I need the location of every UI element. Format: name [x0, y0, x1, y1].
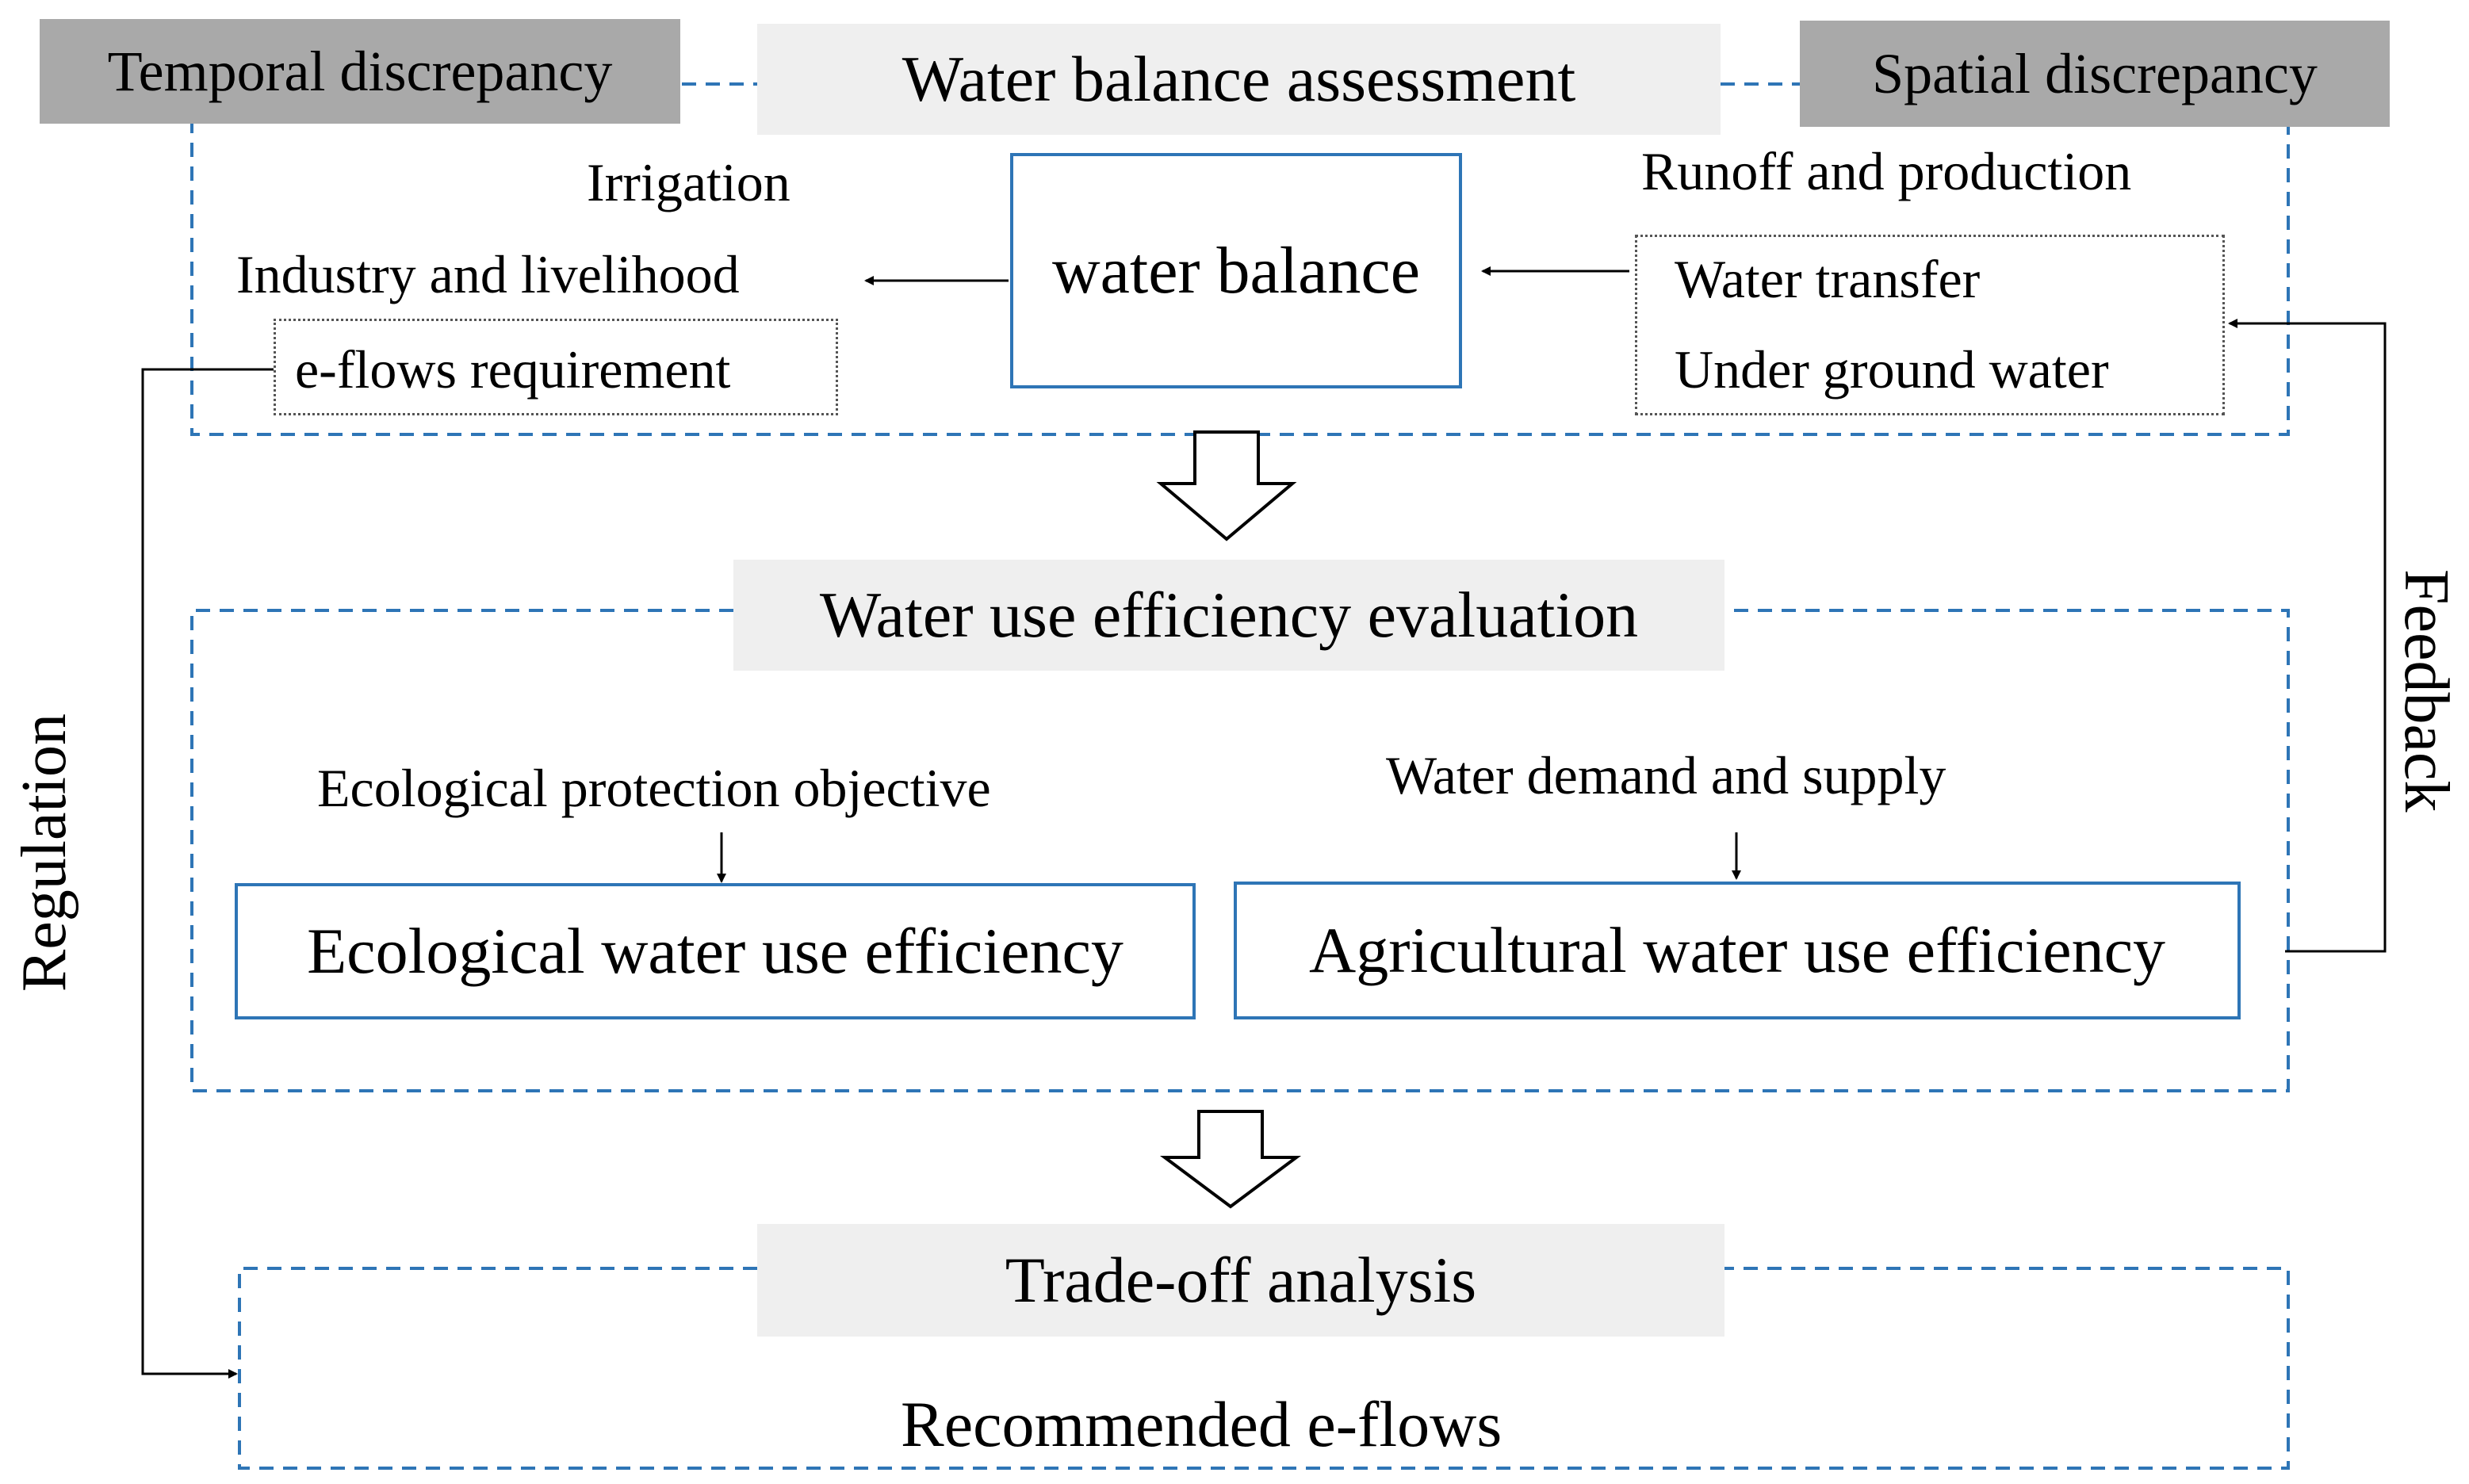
spatial-discrepancy-label: Spatial discrepancy	[1872, 42, 2318, 105]
spatial-discrepancy-box: Spatial discrepancy	[1800, 21, 2390, 127]
feedback-label: Feedback	[2391, 569, 2461, 813]
ecological-efficiency-box: Ecological water use efficiency	[235, 883, 1196, 1019]
tradeoff-analysis-title: Trade-off analysis	[1005, 1244, 1477, 1316]
water-balance-box: water balance	[1010, 153, 1462, 388]
temporal-discrepancy-label: Temporal discrepancy	[107, 40, 613, 103]
e-flows-requirement-label: e-flows requirement	[295, 339, 731, 400]
water-demand-supply-label: Water demand and supply	[1386, 745, 1946, 805]
ecological-objective-label: Ecological protection objective	[317, 758, 991, 818]
runoff-production-label: Runoff and production	[1641, 141, 2132, 201]
feedback-connector	[2228, 319, 2387, 953]
e-flows-requirement-box	[274, 319, 838, 415]
regulation-label: Regulation	[10, 713, 79, 993]
tradeoff-analysis-header: Trade-off analysis	[757, 1224, 1724, 1337]
recommended-eflows-label: Recommended e-flows	[901, 1388, 1502, 1460]
water-balance-assessment-title: Water balance assessment	[901, 43, 1576, 115]
ecological-efficiency-label: Ecological water use efficiency	[307, 915, 1123, 987]
water-balance-label: water balance	[1051, 233, 1420, 308]
water-sources-box	[1635, 235, 2225, 415]
block-arrow-1	[1156, 430, 1297, 541]
block-arrow-2	[1159, 1110, 1302, 1209]
efficiency-evaluation-header: Water use efficiency evaluation	[733, 560, 1724, 671]
efficiency-evaluation-title: Water use efficiency evaluation	[819, 579, 1639, 651]
irrigation-label: Irrigation	[587, 152, 790, 212]
temporal-discrepancy-box: Temporal discrepancy	[40, 19, 680, 124]
tradeoff-section-frame	[238, 1267, 2290, 1470]
agricultural-efficiency-box: Agricultural water use efficiency	[1234, 882, 2241, 1019]
water-transfer-label: Water transfer	[1675, 249, 1981, 309]
water-balance-assessment-header: Water balance assessment	[757, 24, 1721, 135]
regulation-connector	[141, 368, 274, 1379]
underground-water-label: Under ground water	[1675, 339, 2109, 400]
efficiency-section-frame	[190, 609, 2290, 1092]
agricultural-efficiency-label: Agricultural water use efficiency	[1309, 914, 2165, 986]
industry-livelihood-label: Industry and livelihood	[236, 244, 740, 304]
